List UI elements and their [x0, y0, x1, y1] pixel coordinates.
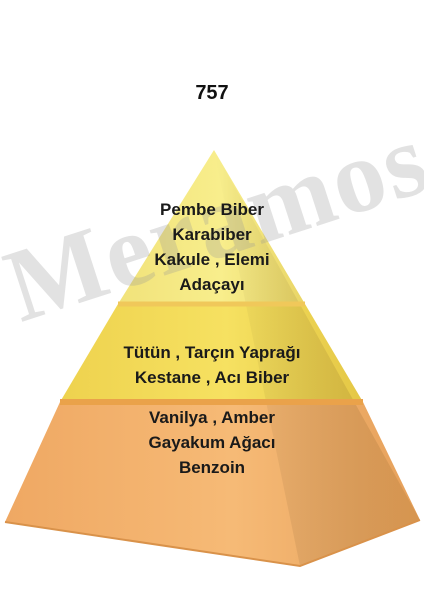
middle-notes-text: Tütün , Tarçın Yaprağı Kestane , Acı Bib…: [0, 340, 424, 390]
top-note-1: Pembe Biber: [160, 200, 264, 219]
base-notes-text: Vanilya , Amber Gayakum Ağacı Benzoin: [0, 405, 424, 480]
top-note-4: Adaçayı: [179, 275, 245, 294]
base-note-1: Vanilya , Amber: [149, 408, 275, 427]
base-note-2: Gayakum Ağacı: [148, 433, 276, 452]
middle-note-2: Kestane , Acı Biber: [134, 368, 290, 387]
base-note-3: Benzoin: [178, 458, 246, 477]
top-note-2: Karabiber: [172, 225, 252, 244]
pyramid-title: 757: [195, 82, 229, 104]
top-note-3: Kakule , Elemi: [154, 250, 270, 269]
top-notes-text: Pembe Biber Karabiber Kakule , Elemi Ada…: [0, 197, 424, 297]
middle-note-1: Tütün , Tarçın Yaprağı: [123, 343, 301, 362]
right-face-shade: [214, 150, 420, 566]
pyramid-base-edge: [4, 519, 421, 568]
